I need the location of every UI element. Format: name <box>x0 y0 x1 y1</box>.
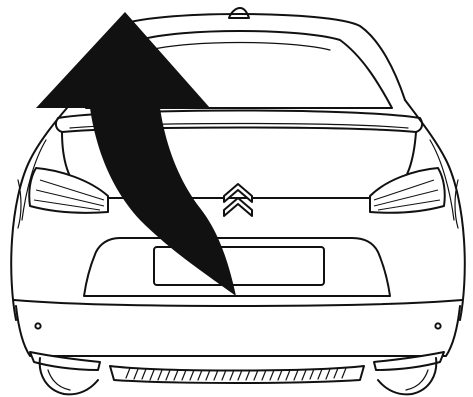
double-chevron-icon <box>224 184 252 216</box>
curved-up-arrow-icon <box>36 12 236 296</box>
rear-bumper <box>16 306 460 356</box>
rear-window-inner <box>150 43 330 51</box>
tail-light-left <box>29 168 108 213</box>
bumper-top <box>14 300 462 306</box>
parking-sensor-left <box>35 323 40 328</box>
tail-light-right <box>370 168 445 213</box>
parking-sensor-right <box>435 323 440 328</box>
lower-diffuser <box>110 366 364 383</box>
lower-reflector-right <box>374 352 444 370</box>
roof-antenna <box>229 8 249 18</box>
